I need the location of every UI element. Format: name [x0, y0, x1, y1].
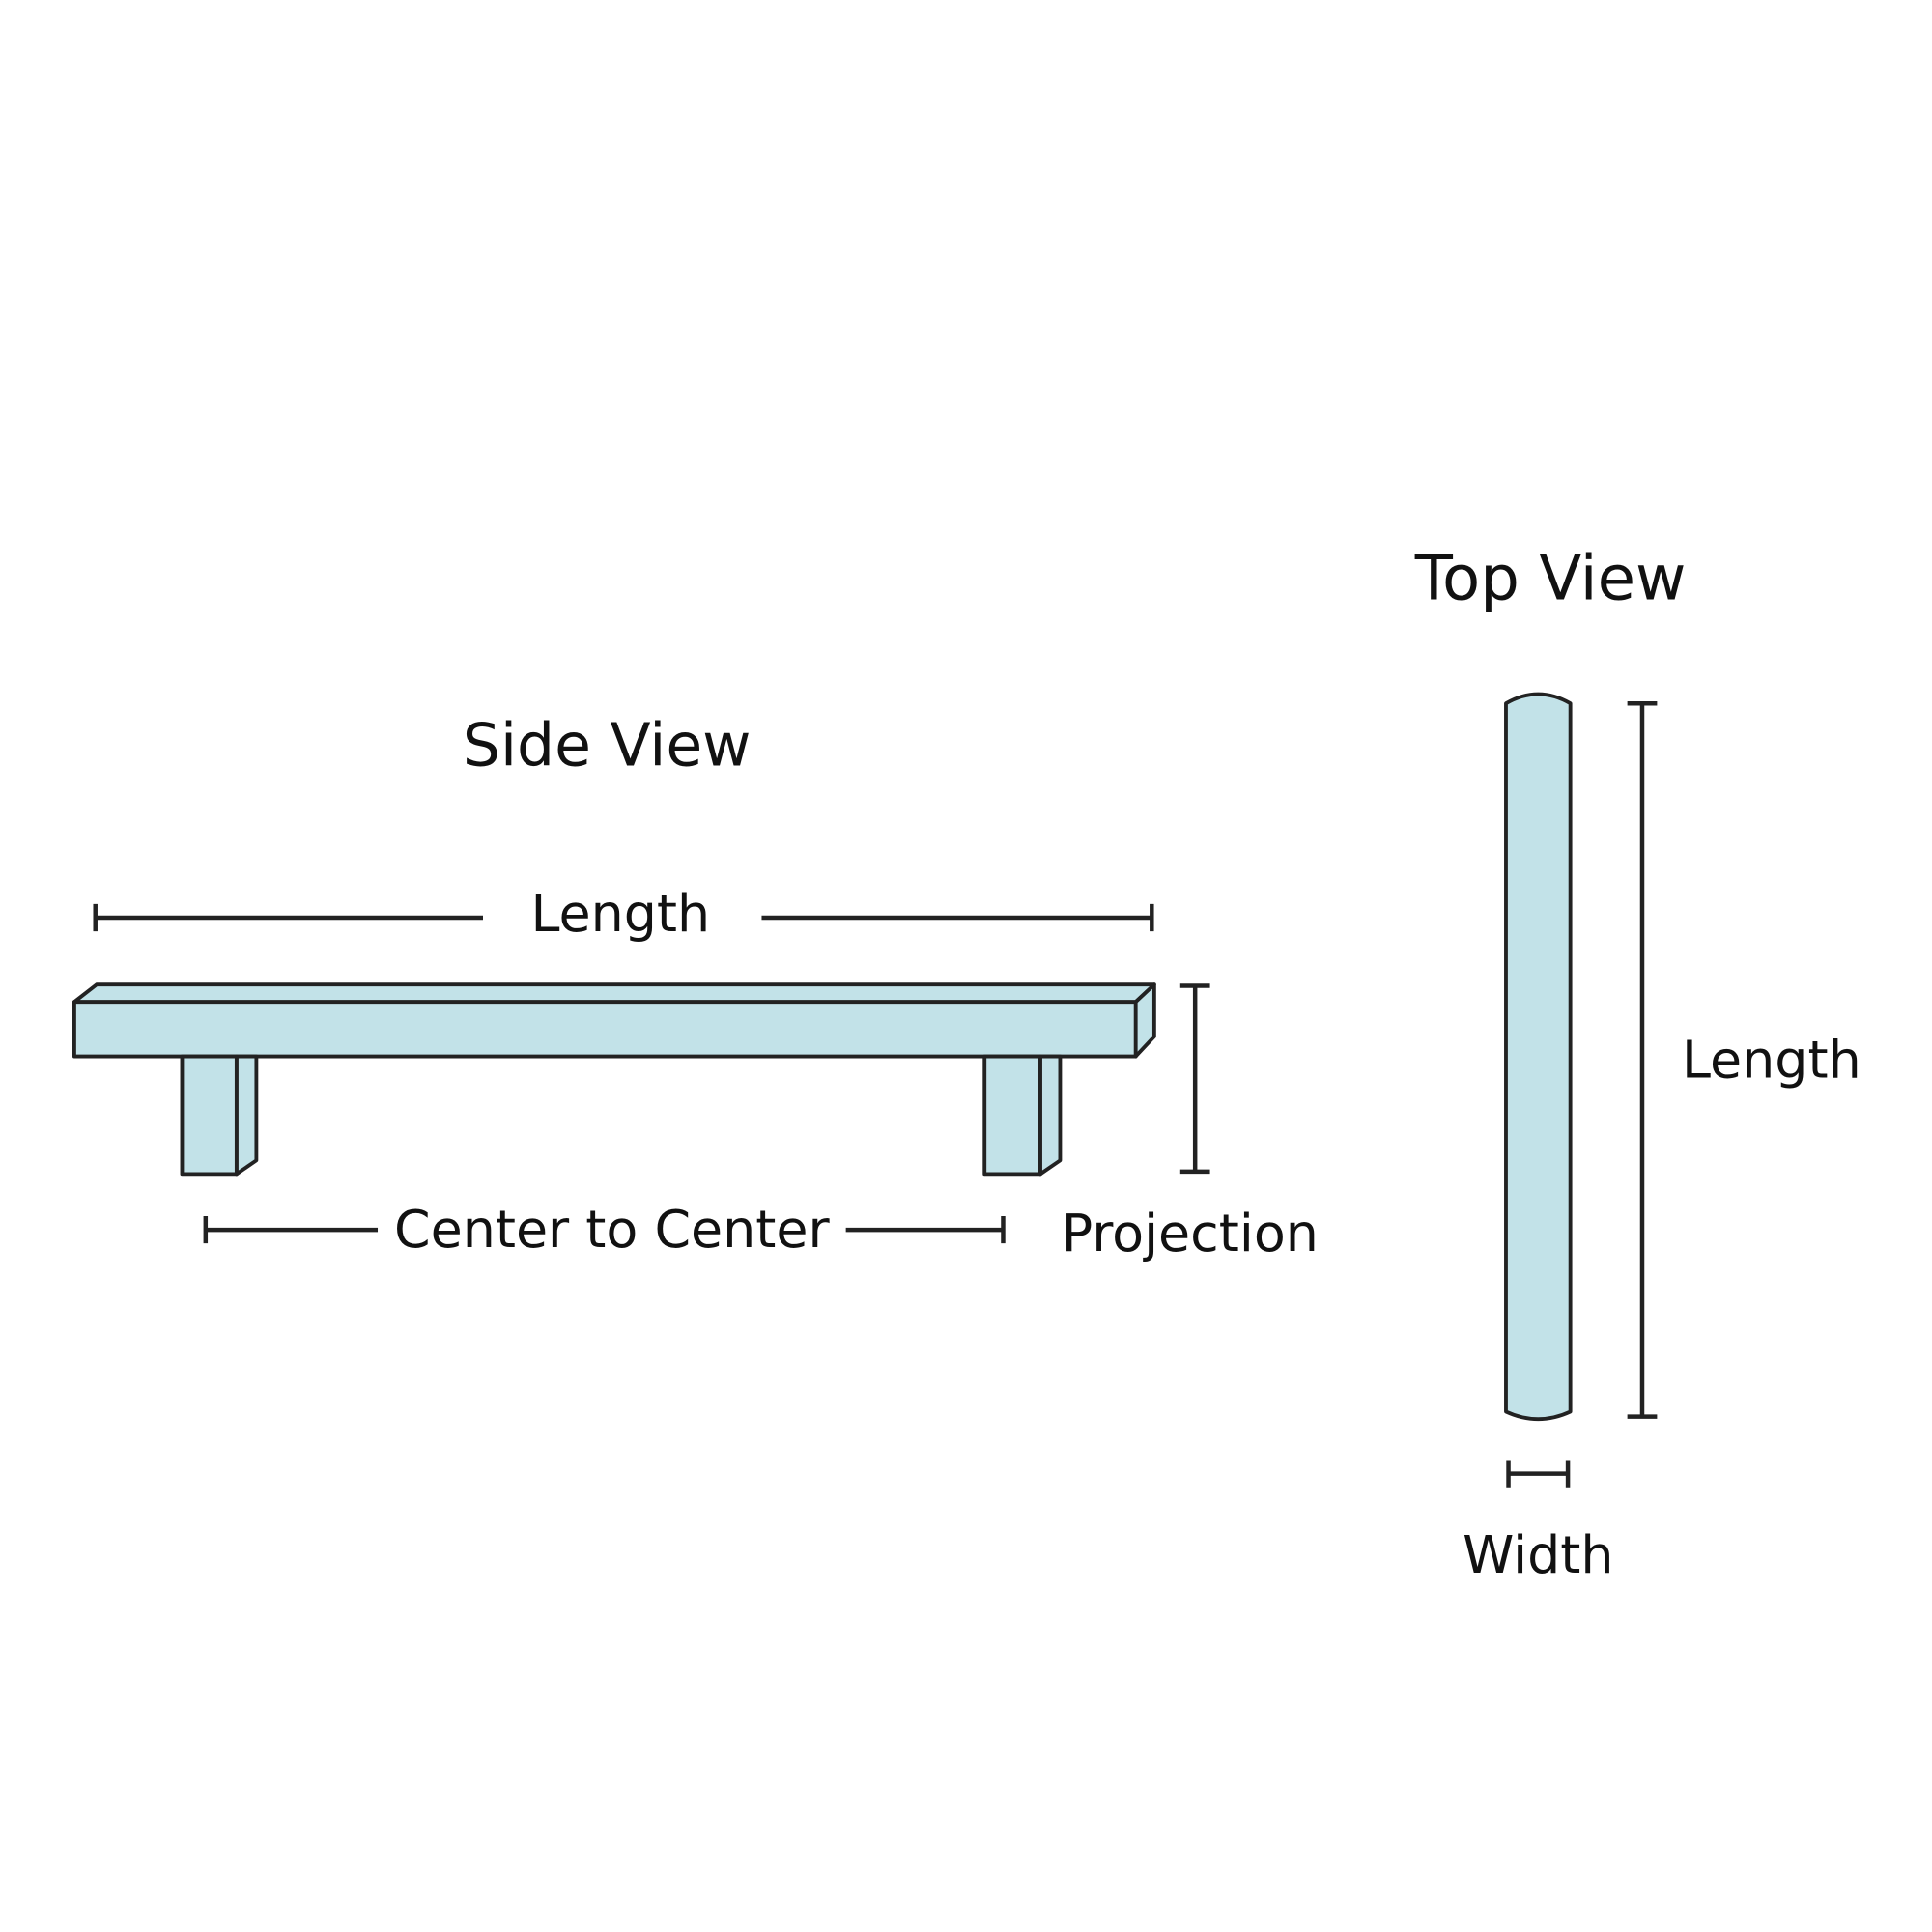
top-view: Top View Length Width — [1414, 544, 1861, 1586]
width-label: Width — [1463, 1524, 1613, 1585]
handle-bar-top — [1504, 692, 1573, 1422]
top-view-title: Top View — [1414, 544, 1687, 615]
top-length-label: Length — [1682, 1029, 1861, 1090]
bar-top-face — [72, 982, 1156, 1005]
projection-label: Projection — [1062, 1203, 1319, 1264]
top-length-dimension: Length — [1627, 700, 1861, 1419]
right-post-side — [1038, 1054, 1063, 1177]
side-length-dimension: Length — [93, 883, 1154, 944]
projection-dimension: Projection — [1062, 983, 1319, 1264]
left-post-side — [234, 1054, 259, 1177]
left-post — [180, 1054, 239, 1177]
bar-front-face — [72, 1000, 1138, 1059]
width-dimension: Width — [1463, 1460, 1614, 1585]
handle-bar-side — [72, 982, 1156, 1177]
center-to-center-label: Center to Center — [394, 1199, 830, 1260]
side-length-label: Length — [530, 883, 710, 944]
right-post — [982, 1054, 1042, 1177]
center-to-center-dimension: Center to Center — [203, 1199, 1006, 1260]
side-view-title: Side View — [463, 710, 752, 780]
side-view: Side View Length Projection Center to Ce… — [72, 710, 1319, 1264]
